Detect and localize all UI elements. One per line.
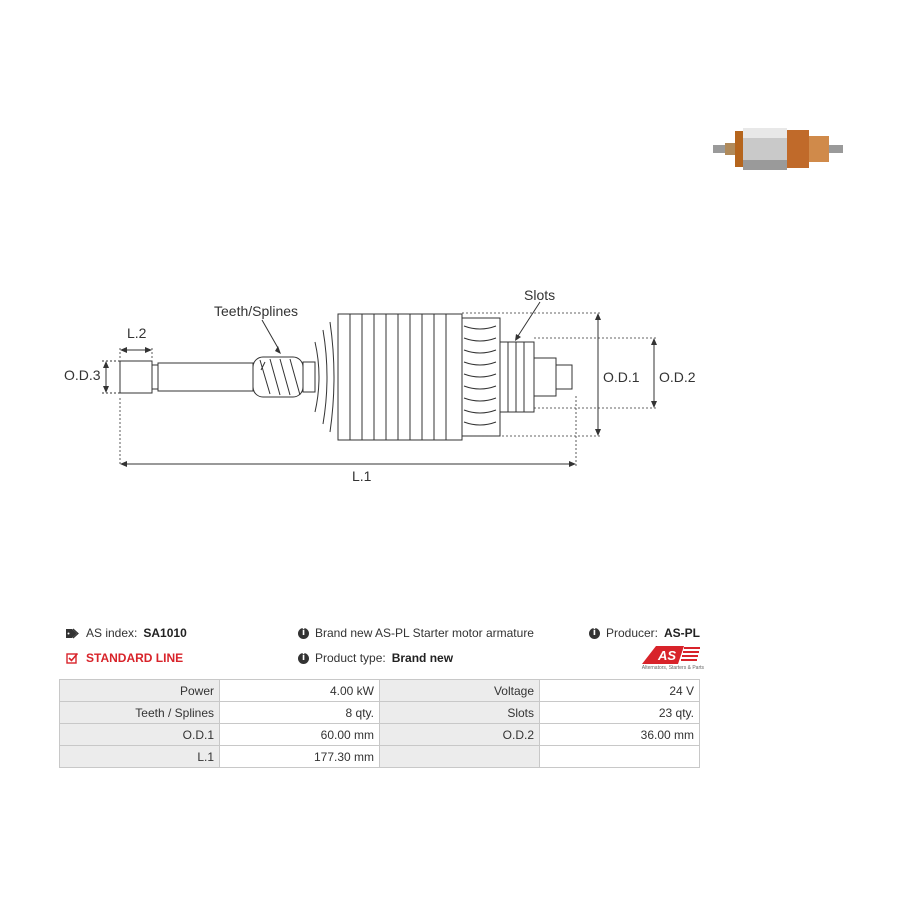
spec-value — [539, 745, 700, 768]
producer: i Producer: AS-PL — [588, 626, 700, 640]
product-type-label: Product type: — [315, 651, 386, 665]
tag-icon — [66, 628, 79, 638]
spec-value: 4.00 kW — [219, 679, 380, 702]
teeth-splines-label: Teeth/Splines — [214, 303, 298, 319]
table-row: Power 4.00 kW Voltage 24 V — [59, 679, 700, 702]
spec-value: 177.30 mm — [219, 745, 380, 768]
standard-line-label: STANDARD LINE — [86, 651, 184, 665]
as-index-label: AS index: — [86, 626, 138, 640]
slots-label: Slots — [524, 287, 555, 303]
armature-technical-drawing: Teeth/Splines Slots L.1 L.2 O.D.1 O.D.2 … — [40, 270, 740, 510]
logo-text: AS — [657, 648, 676, 663]
info-icon: i — [298, 652, 309, 664]
as-index: AS index: SA1010 — [66, 626, 187, 640]
as-index-value: SA1010 — [143, 626, 187, 640]
spec-label: Slots — [379, 701, 540, 724]
table-row: L.1 177.30 mm — [59, 745, 700, 768]
spec-label: O.D.2 — [379, 723, 540, 746]
specs-table: Power 4.00 kW Voltage 24 V Teeth / Splin… — [59, 679, 700, 768]
spec-value: 24 V — [539, 679, 700, 702]
product-type: i Product type: Brand new — [298, 651, 453, 665]
product-info: AS index: SA1010 STANDARD LINE i Brand n… — [60, 620, 700, 676]
product-type-value: Brand new — [391, 651, 454, 665]
spec-label — [379, 745, 540, 768]
logo-subtitle: Alternators, Starters & Parts — [641, 665, 704, 671]
description: i Brand new AS-PL Starter motor armature — [298, 626, 534, 640]
spec-label: Voltage — [379, 679, 540, 702]
info-icon: i — [588, 627, 600, 639]
od2-label: O.D.2 — [659, 369, 696, 385]
product-thumbnail — [705, 118, 855, 180]
spec-label: Teeth / Splines — [59, 701, 220, 724]
spec-value: 60.00 mm — [219, 723, 380, 746]
checkbox-icon — [66, 652, 79, 664]
spec-value: 23 qty. — [539, 701, 700, 724]
description-text: Brand new AS-PL Starter motor armature — [315, 626, 534, 640]
spec-value: 36.00 mm — [539, 723, 700, 746]
od1-label: O.D.1 — [603, 369, 640, 385]
table-row: Teeth / Splines 8 qty. Slots 23 qty. — [59, 701, 700, 724]
spec-label: Power — [59, 679, 220, 702]
spec-label: O.D.1 — [59, 723, 220, 746]
spec-value: 8 qty. — [219, 701, 380, 724]
as-pl-logo: AS Alternators, Starters & Parts — [634, 644, 704, 674]
table-row: O.D.1 60.00 mm O.D.2 36.00 mm — [59, 723, 700, 746]
producer-value: AS-PL — [664, 626, 700, 640]
info-icon: i — [298, 627, 309, 639]
l2-label: L.2 — [127, 325, 147, 341]
l1-label: L.1 — [352, 468, 372, 484]
od3-label: O.D.3 — [64, 367, 101, 383]
producer-label: Producer: — [605, 626, 658, 640]
spec-label: L.1 — [59, 745, 220, 768]
standard-line: STANDARD LINE — [66, 651, 183, 665]
